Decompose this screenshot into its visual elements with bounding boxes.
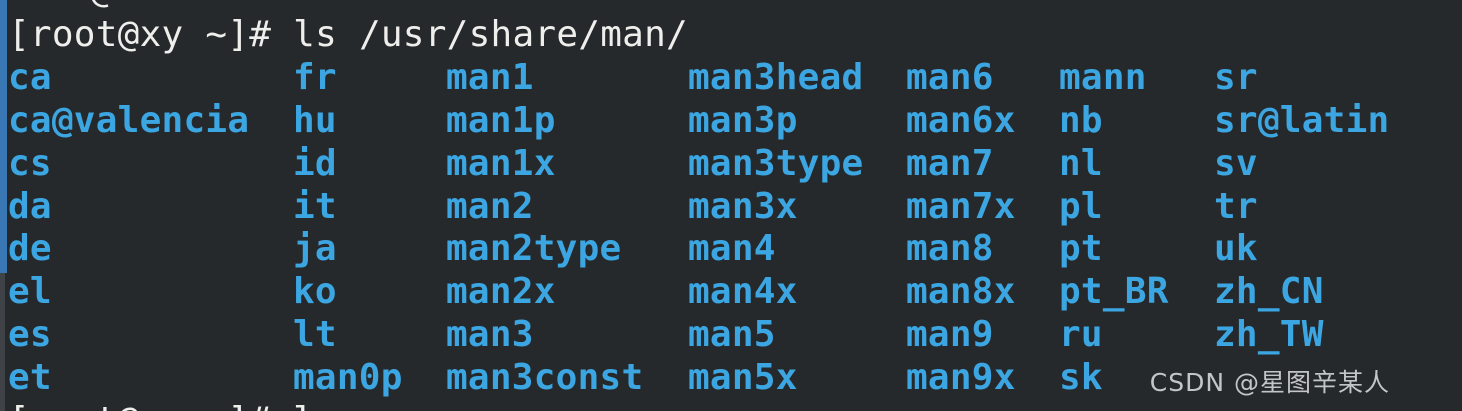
directory-name: man5x <box>688 356 798 398</box>
directory-name: cs <box>8 142 52 184</box>
listing-row: ca@valencia hu man1p man3p man6x nb sr@latin <box>0 99 1462 142</box>
directory-name: ko <box>293 271 337 313</box>
scrollbar-thumb[interactable] <box>0 0 7 273</box>
directory-name: ja <box>293 228 337 270</box>
directory-name: ca@valencia <box>8 99 250 141</box>
directory-name: man2x <box>446 271 556 313</box>
listing-row: da it man2 man3x man7x pl tr <box>0 185 1462 228</box>
directory-name: el <box>8 271 52 313</box>
directory-name: man2type <box>446 228 622 270</box>
directory-name: pt_BR <box>1059 271 1169 313</box>
directory-name: man7x <box>906 185 1016 227</box>
directory-name: nl <box>1059 142 1103 184</box>
directory-name: nb <box>1059 99 1103 141</box>
directory-name: man3 <box>446 314 534 356</box>
csdn-watermark: CSDN @星图辛某人 <box>1149 368 1390 397</box>
directory-name: da <box>8 185 52 227</box>
directory-name: man5 <box>688 314 776 356</box>
directory-name: sr <box>1214 57 1258 98</box>
directory-name: mann <box>1059 57 1147 98</box>
directory-name: man4 <box>688 228 776 270</box>
next-prompt-partial-line: [root@xy ~]# ls <box>8 399 337 411</box>
listing-row: ca fr man1 man3head man6 mann sr <box>0 56 1462 99</box>
directory-name: hu <box>293 99 337 141</box>
directory-name: man6 <box>906 57 994 98</box>
directory-name: ca <box>8 57 52 98</box>
shell-prompt-line: [root@xy ~]# ls /usr/share/man/ <box>8 14 688 55</box>
directory-name: man9x <box>906 356 1016 398</box>
directory-name: ru <box>1059 314 1103 356</box>
directory-name: man7 <box>906 142 994 184</box>
directory-name: pt <box>1059 228 1103 270</box>
directory-name: fr <box>293 57 337 98</box>
directory-name: sr@latin <box>1214 99 1390 141</box>
directory-name: man0p <box>293 356 403 398</box>
directory-name: man3p <box>688 99 798 141</box>
directory-name: man3x <box>688 185 798 227</box>
directory-name: zh_TW <box>1214 314 1324 356</box>
directory-name: sv <box>1214 142 1258 184</box>
listing-row: de ja man2type man4 man8 pt uk <box>0 227 1462 270</box>
directory-name: man2 <box>446 185 534 227</box>
directory-name: man1 <box>446 57 534 98</box>
directory-name: man1x <box>446 142 556 184</box>
directory-name: uk <box>1214 228 1258 270</box>
listing-row: et man0p man3const man5x man9x sk <box>0 356 1462 399</box>
directory-name: id <box>293 142 337 184</box>
directory-name: it <box>293 185 337 227</box>
directory-name: lt <box>293 314 337 356</box>
directory-name: tr <box>1214 185 1258 227</box>
directory-name: man3const <box>446 356 644 398</box>
directory-name: zh_CN <box>1214 271 1324 313</box>
directory-name: man3head <box>688 57 864 98</box>
listing-row: el ko man2x man4x man8x pt_BR zh_CN <box>0 270 1462 313</box>
directory-name: sk <box>1059 356 1103 398</box>
listing-row: es lt man3 man5 man9 ru zh_TW <box>0 313 1462 356</box>
listing-row: cs id man1x man3type man7 nl sv <box>0 142 1462 185</box>
directory-name: man6x <box>906 99 1016 141</box>
directory-name: de <box>8 228 52 270</box>
directory-name: man4x <box>688 271 798 313</box>
directory-name: man9 <box>906 314 994 356</box>
directory-name: man3type <box>688 142 864 184</box>
directory-name: man8 <box>906 228 994 270</box>
directory-name: et <box>8 356 52 398</box>
directory-name: man8x <box>906 271 1016 313</box>
directory-name: pl <box>1059 185 1103 227</box>
directory-name: es <box>8 314 52 356</box>
previous-line-fragment: @ <box>90 0 112 12</box>
directory-name: man1p <box>446 99 556 141</box>
